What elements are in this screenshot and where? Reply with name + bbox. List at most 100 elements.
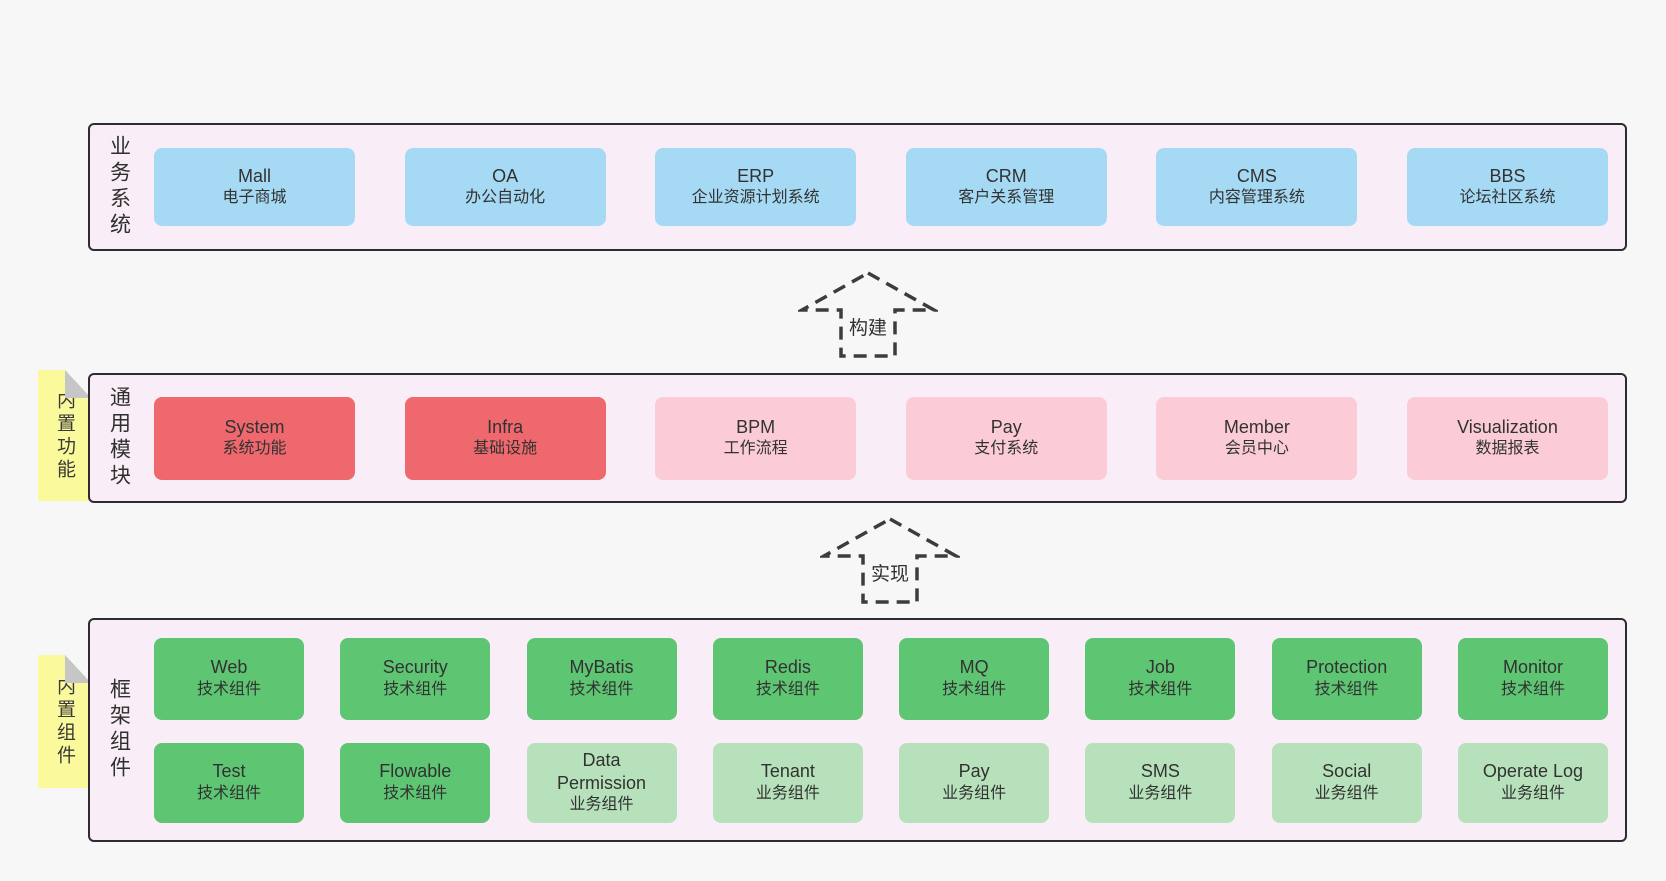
box-subtitle: 工作流程 xyxy=(723,440,788,458)
box-name: Web xyxy=(210,657,248,678)
tab-label: 内置功能 xyxy=(54,389,75,482)
box-name: Monitor xyxy=(1502,657,1563,678)
box-data-permission: Data Permission 业务组件 xyxy=(526,742,677,823)
box-oa: OA 办公自动化 xyxy=(404,148,606,226)
box-subtitle: 业务组件 xyxy=(1128,784,1193,802)
box-name: Test xyxy=(212,761,246,782)
box-name: Tenant xyxy=(760,761,815,782)
box-subtitle: 支付系统 xyxy=(974,440,1039,458)
common-modules-panel: 通用模块 System 系统功能 Infra 基础设施 BPM 工作流程 Pay 支付系统 Me… xyxy=(88,373,1627,503)
box-name: OA xyxy=(492,165,519,186)
box-member: Member 会员中心 xyxy=(1156,396,1358,480)
box-test: Test 技术组件 xyxy=(154,742,304,823)
box-subtitle: 业务组件 xyxy=(569,796,634,814)
box-social: Social 业务组件 xyxy=(1271,742,1422,823)
box-infra: Infra 基础设施 xyxy=(404,396,606,480)
box-subtitle: 技术组件 xyxy=(1128,680,1193,698)
box-name: Visualization xyxy=(1457,416,1558,437)
section-label: 通用模块 xyxy=(107,386,131,490)
box-name: MQ xyxy=(959,657,989,678)
box-name: Protection xyxy=(1306,657,1388,678)
arrow-label: 构建 xyxy=(849,317,887,339)
box-name: CRM xyxy=(985,165,1027,186)
box-subtitle: 技术组件 xyxy=(383,680,448,698)
box-name: Pay xyxy=(990,416,1022,437)
box-subtitle: 技术组件 xyxy=(196,784,261,802)
box-subtitle: 企业资源计划系统 xyxy=(691,189,820,207)
box-name: Member xyxy=(1223,416,1290,437)
framework-components-panel: 框架组件 Web 技术组件 Security 技术组件 MyBatis 技术组件 Redis… xyxy=(88,618,1627,842)
box-mq: MQ 技术组件 xyxy=(899,637,1050,720)
box-security: Security 技术组件 xyxy=(340,637,491,720)
box-flowable: Flowable 技术组件 xyxy=(340,742,491,823)
box-subtitle: 技术组件 xyxy=(196,680,261,698)
box-job: Job 技术组件 xyxy=(1085,637,1236,720)
section-label: 框架组件 xyxy=(107,678,131,782)
box-erp: ERP 企业资源计划系统 xyxy=(655,148,857,226)
box-name: Mall xyxy=(237,165,271,186)
box-sms: SMS 业务组件 xyxy=(1085,742,1236,823)
box-name: SMS xyxy=(1140,761,1180,782)
box-crm: CRM 客户关系管理 xyxy=(905,148,1107,226)
box-subtitle: 办公自动化 xyxy=(465,189,546,207)
box-name: Infra xyxy=(487,416,524,437)
box-subtitle: 业务组件 xyxy=(1500,784,1565,802)
box-name: System xyxy=(224,416,285,437)
box-system: System 系统功能 xyxy=(154,396,355,480)
box-name: ERP xyxy=(737,165,775,186)
box-subtitle: 电子商城 xyxy=(222,189,287,207)
section-label: 业务系统 xyxy=(107,135,131,239)
box-subtitle: 技术组件 xyxy=(569,680,634,698)
common-modules-row: System 系统功能 Infra 基础设施 BPM 工作流程 Pay 支付系统 Member 会… xyxy=(154,396,1608,480)
box-subtitle: 数据报表 xyxy=(1475,440,1540,458)
implement-arrow: 实现 xyxy=(820,516,960,604)
box-pay: Pay 支付系统 xyxy=(905,396,1107,480)
box-monitor: Monitor 技术组件 xyxy=(1457,637,1608,720)
box-operate-log: Operate Log 业务组件 xyxy=(1457,742,1608,823)
folded-corner-icon xyxy=(65,370,91,398)
box-subtitle: 论坛社区系统 xyxy=(1459,189,1556,207)
box-subtitle: 业务组件 xyxy=(755,784,820,802)
box-name: Flowable xyxy=(379,761,452,782)
box-name: Redis xyxy=(764,657,811,678)
box-tenant: Tenant 业务组件 xyxy=(712,742,863,823)
box-name: Social xyxy=(1322,761,1372,782)
box-name: BPM xyxy=(736,416,776,437)
sticky-tab-builtin-functions: 内置功能 xyxy=(38,370,91,501)
box-subtitle: 技术组件 xyxy=(942,680,1007,698)
business-systems-panel: 业务系统 Mall 电子商城 OA 办公自动化 ERP 企业资源计划系统 CRM 客户关系管理… xyxy=(88,123,1627,251)
box-subtitle: 客户关系管理 xyxy=(958,189,1055,207)
box-subtitle: 技术组件 xyxy=(1314,680,1379,698)
box-name: Pay xyxy=(958,761,990,782)
sticky-tab-builtin-components: 内置组件 xyxy=(38,655,91,788)
box-subtitle: 系统功能 xyxy=(222,440,287,458)
box-name: Data Permission xyxy=(557,749,647,794)
box-subtitle: 技术组件 xyxy=(1500,680,1565,698)
arrow-label: 实现 xyxy=(871,563,909,585)
tab-label: 内置组件 xyxy=(54,675,75,768)
box-subtitle: 业务组件 xyxy=(1314,784,1379,802)
box-name: BBS xyxy=(1489,165,1526,186)
box-name: Operate Log xyxy=(1482,761,1583,782)
box-web: Web 技术组件 xyxy=(154,637,304,720)
box-name: CMS xyxy=(1236,165,1277,186)
box-subtitle: 基础设施 xyxy=(473,440,538,458)
folded-corner-icon xyxy=(65,655,91,683)
box-name: Job xyxy=(1145,657,1175,678)
box-mybatis: MyBatis 技术组件 xyxy=(526,637,677,720)
box-name: MyBatis xyxy=(569,657,634,678)
box-subtitle: 会员中心 xyxy=(1224,440,1289,458)
build-arrow: 构建 xyxy=(798,270,938,358)
box-name: Security xyxy=(382,657,448,678)
box-bpm: BPM 工作流程 xyxy=(655,396,857,480)
box-bbs: BBS 论坛社区系统 xyxy=(1406,148,1608,226)
box-subtitle: 技术组件 xyxy=(383,784,448,802)
box-mall: Mall 电子商城 xyxy=(154,148,355,226)
